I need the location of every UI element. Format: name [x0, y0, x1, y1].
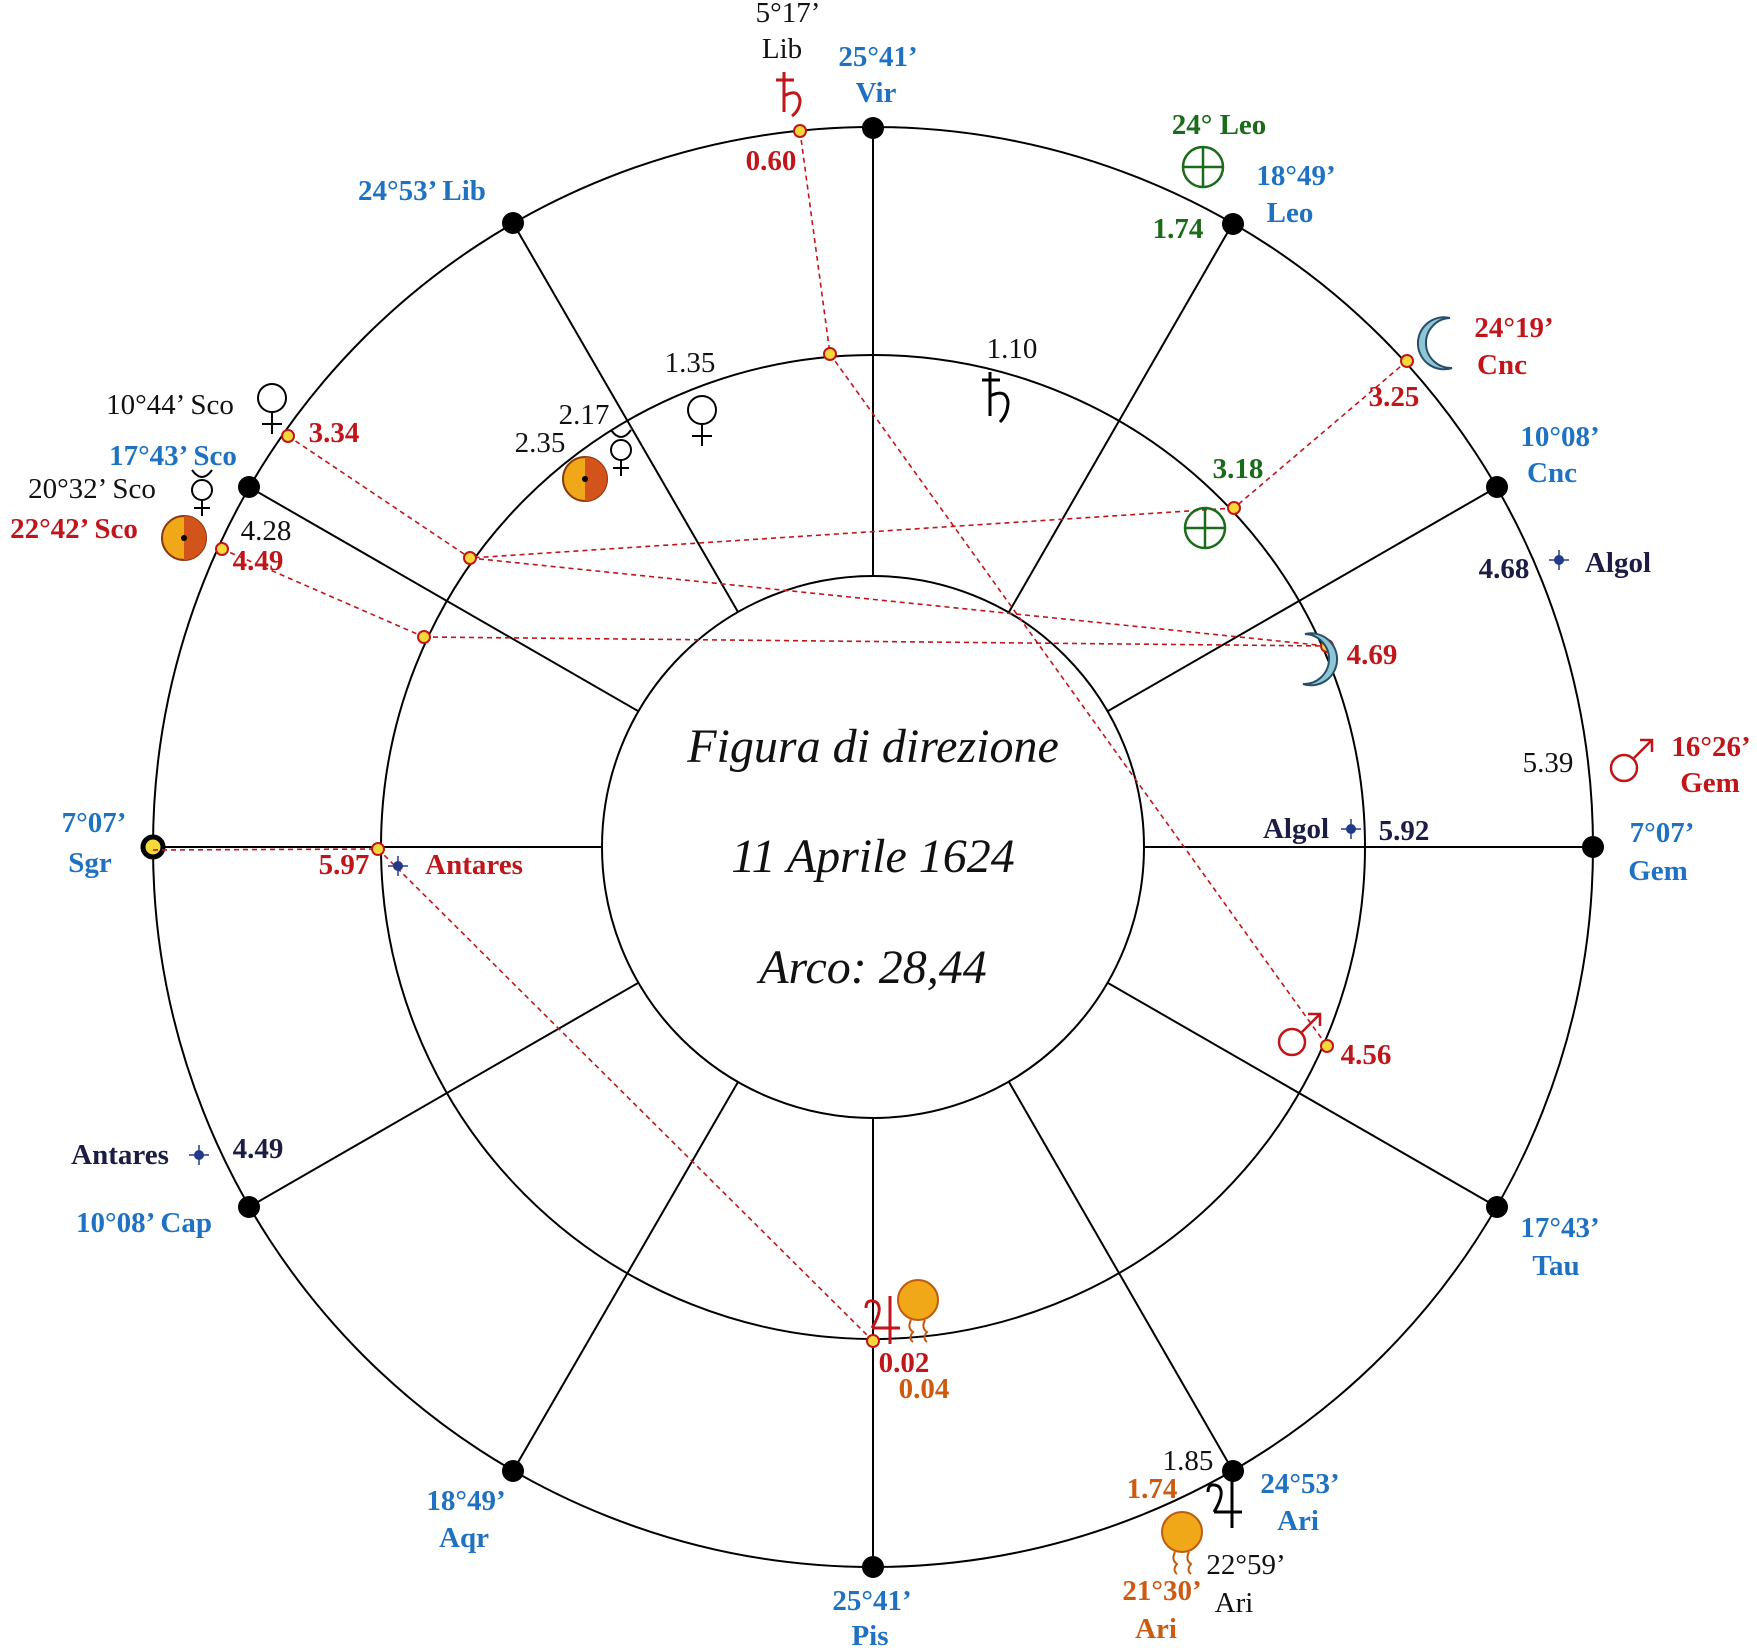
moon-inner-value: 4.69	[1347, 639, 1398, 671]
sun-outer-value: 1.74	[1127, 1473, 1178, 1505]
cusp-asc-sign: Gem	[1628, 855, 1688, 887]
saturn-position-sign: Lib	[762, 33, 802, 65]
sun-position-deg: 21°30’	[1122, 1575, 1201, 1607]
cusp-5-sign: Aqr	[439, 1522, 489, 1554]
mars-outer-value: 5.39	[1523, 747, 1574, 779]
sun-icon	[161, 515, 207, 561]
sun-scorpio-value-a: 4.28	[241, 515, 292, 547]
sun-scorpio-position: 22°42’ Sco	[10, 513, 138, 545]
venus-icon	[687, 395, 717, 446]
cusp-2-sign: Tau	[1532, 1250, 1579, 1282]
sun-icon	[897, 1279, 939, 1343]
jupiter-position-deg: 22°59’	[1206, 1549, 1285, 1581]
descendant-dot	[140, 834, 166, 860]
mars-position-deg: 16°26’	[1671, 731, 1750, 763]
cusp-ic-sign: Pis	[851, 1620, 888, 1648]
cusp-asc-deg: 7°07’	[1630, 817, 1695, 849]
center-arc: Arco: 28,44	[756, 941, 987, 994]
jupiter-icon	[1206, 1480, 1242, 1528]
sun-scorpio-value-b: 4.49	[233, 545, 284, 577]
cusp-12-deg: 10°08’	[1520, 421, 1599, 453]
mercury-icon	[610, 429, 632, 476]
fortune-icon	[1181, 145, 1225, 189]
cusp-5-deg: 18°49’	[426, 1485, 505, 1517]
cusp-dsc-deg: 7°07’	[62, 807, 127, 839]
cusp-ic-deg: 25°41’	[832, 1585, 911, 1617]
mercury-inner-value: 2.17	[559, 399, 610, 431]
sun-inner-value: 2.35	[515, 427, 566, 459]
star-icon	[1341, 819, 1361, 839]
fortune-icon	[1183, 506, 1227, 550]
bottom-value-a: 0.02	[879, 1347, 930, 1379]
sun-icon	[1161, 1511, 1203, 1575]
antares-outer-value: 4.49	[233, 1133, 284, 1165]
antares-outer-name: Antares	[71, 1139, 169, 1171]
fortune-outer-value: 1.74	[1153, 213, 1204, 245]
cusp-6: 10°08’ Cap	[76, 1207, 212, 1239]
saturn-outer-value: 0.60	[746, 145, 797, 177]
star-icon	[388, 856, 408, 876]
center-date: 11 Aprile 1624	[731, 830, 1015, 883]
sun-position-sign: Ari	[1135, 1613, 1177, 1645]
jupiter-position-sign: Ari	[1215, 1587, 1254, 1619]
venus-outer-value: 3.34	[309, 417, 360, 449]
cusp-9: 24°53’ Lib	[358, 175, 486, 207]
cusp-11-sign: Leo	[1267, 197, 1314, 229]
cusp-mc-sign: Vir	[856, 77, 897, 109]
cusp-12-sign: Cnc	[1527, 457, 1577, 489]
moon-position-deg: 24°19’	[1474, 312, 1553, 344]
saturn-position-deg: 5°17’	[756, 0, 821, 29]
saturn-icon	[776, 72, 802, 118]
direction-lines	[152, 130, 1408, 1342]
direction-points	[215, 124, 1414, 1348]
antares-inner-value: 5.97	[319, 849, 370, 881]
cusp-dsc-sign: Sgr	[68, 847, 112, 879]
star-icon	[1549, 550, 1569, 570]
mars-position-sign: Gem	[1680, 767, 1740, 799]
algol-inner-name: Algol	[1263, 813, 1329, 845]
saturn-inner-value: 1.10	[987, 333, 1038, 365]
cusp-11-deg: 18°49’	[1256, 160, 1335, 192]
cusp-3-deg: 24°53’	[1260, 1468, 1339, 1500]
center-title: Figura di direzione	[686, 720, 1059, 773]
mars-icon	[1277, 1012, 1322, 1057]
algol-outer-name: Algol	[1585, 547, 1651, 579]
mercury-position: 20°32’ Sco	[28, 473, 156, 505]
algol-inner-value: 5.92	[1379, 815, 1430, 847]
cusp-3-sign: Ari	[1277, 1505, 1319, 1537]
antares-inner-name: Antares	[425, 849, 523, 881]
fortune-inner-value: 3.18	[1213, 453, 1264, 485]
moon-icon	[1416, 316, 1453, 371]
algol-outer-value: 4.68	[1479, 553, 1530, 585]
cusp-8: 17°43’ Sco	[109, 440, 237, 472]
mars-inner-value: 4.56	[1341, 1039, 1392, 1071]
jupiter-outer-value: 1.85	[1163, 1445, 1214, 1477]
moon-icon	[1302, 632, 1339, 687]
mercury-icon	[191, 469, 213, 516]
bottom-value-b: 0.04	[899, 1373, 950, 1405]
fortune-position: 24° Leo	[1172, 109, 1267, 141]
saturn-icon	[982, 372, 1010, 424]
venus-icon	[257, 383, 287, 434]
moon-position-sign: Cnc	[1477, 349, 1527, 381]
moon-outer-value: 3.25	[1369, 381, 1420, 413]
mars-icon	[1609, 738, 1654, 783]
cusp-dots	[238, 117, 1604, 1578]
venus-position: 10°44’ Sco	[106, 389, 234, 421]
star-icon	[189, 1145, 209, 1165]
cusp-mc-deg: 25°41’	[838, 41, 917, 73]
cusp-2-deg: 17°43’	[1520, 1212, 1599, 1244]
jupiter-icon	[864, 1296, 900, 1344]
cusp-labels: 25°41’ Vir 18°49’ Leo 10°08’ Cnc 7°07’ G…	[62, 41, 1695, 1648]
venus-inner-value: 1.35	[665, 347, 716, 379]
sun-icon	[562, 456, 608, 502]
